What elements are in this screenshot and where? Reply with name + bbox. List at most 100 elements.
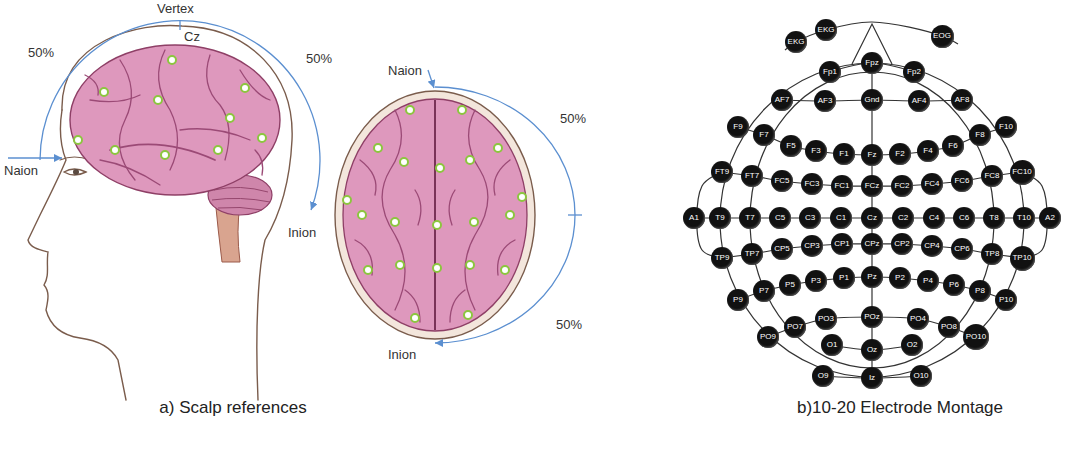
electrode: A1 [683, 207, 705, 229]
electrode-label: O9 [818, 372, 829, 380]
electrode: PO7 [784, 316, 806, 338]
electrode-label: C5 [775, 214, 785, 222]
electrode-label: A2 [1045, 214, 1055, 222]
electrode: Gnd [861, 89, 883, 111]
electrode-label: PO7 [787, 323, 803, 331]
electrode-label: P3 [811, 277, 821, 285]
electrode-label: CP3 [804, 242, 820, 250]
electrode-label: P6 [949, 281, 959, 289]
electrode: P8 [969, 280, 991, 302]
electrode: O9 [812, 365, 834, 387]
electrode: F2 [889, 143, 911, 165]
electrode: EKG [815, 19, 837, 41]
electrode-label: F3 [811, 147, 820, 155]
electrode: FC8 [981, 165, 1003, 187]
electrode-label: FC5 [774, 177, 789, 185]
electrode-label: P7 [759, 287, 769, 295]
electrode-label: CP1 [834, 240, 850, 248]
electrode-label: C4 [929, 214, 939, 222]
side-brain [70, 45, 280, 262]
electrode-label: P2 [895, 274, 905, 282]
electrode-label: T7 [745, 214, 754, 222]
measure-arc [428, 70, 582, 343]
electrode: C4 [923, 207, 945, 229]
electrode: AF4 [908, 90, 930, 112]
electrode-label: Gnd [864, 96, 879, 104]
electrode-label: Fz [868, 151, 877, 159]
electrode-label: Iz [869, 374, 875, 382]
electrode: P6 [943, 274, 965, 296]
electrode: T10 [1013, 207, 1035, 229]
electrode: O2 [901, 334, 923, 356]
electrode-label: FT7 [745, 172, 759, 180]
percent-label: 50% [28, 46, 54, 61]
electrode: FC4 [921, 173, 943, 195]
electrode: PO8 [938, 316, 960, 338]
electrode-label: EKG [818, 26, 835, 34]
electrode-label: Fpz [865, 59, 878, 67]
electrode: TP8 [981, 243, 1003, 265]
percent-label: 50% [560, 112, 586, 127]
electrode: FC10 [1010, 160, 1035, 185]
electrode: P9 [727, 289, 749, 311]
outline-line [785, 22, 958, 50]
electrode-label: FC2 [894, 182, 909, 190]
electrode: FT7 [741, 165, 763, 187]
electrode-label: PO10 [966, 333, 986, 341]
electrode: CPz [861, 233, 883, 255]
electrode-label: TP9 [715, 254, 730, 262]
electrode-label: C3 [805, 214, 815, 222]
caption: b)10-20 Electrode Montage [797, 398, 1003, 418]
electrode: PO10 [963, 324, 989, 350]
electrode-label: CP5 [774, 245, 790, 253]
electrode: C2 [892, 207, 914, 229]
electrode-label: P8 [975, 287, 985, 295]
electrode: F4 [917, 140, 939, 162]
electrode: AF7 [771, 89, 793, 111]
landmark-label: Naion [388, 64, 422, 79]
electrode-label: FC3 [804, 180, 819, 188]
percent-label: 50% [306, 52, 332, 67]
landmark-label: Vertex [157, 2, 194, 17]
electrode-label: F8 [975, 131, 984, 139]
electrode-label: O2 [907, 341, 918, 349]
electrode: CP5 [771, 238, 793, 260]
electrode: P3 [805, 270, 827, 292]
electrode-label: PO8 [941, 323, 957, 331]
electrode-label: TP7 [745, 250, 760, 258]
electrode: Fp2 [903, 61, 925, 83]
electrode: F9 [727, 116, 749, 138]
electrode-label: Fp2 [907, 68, 921, 76]
electrode-label: TP8 [985, 250, 1000, 258]
electrode: F5 [780, 135, 802, 157]
electrode-label: F1 [839, 150, 848, 158]
electrode: F1 [833, 143, 855, 165]
electrode-label: O1 [827, 341, 838, 349]
electrode: C5 [769, 207, 791, 229]
electrode-label: T9 [715, 214, 724, 222]
caption: a) Scalp references [159, 398, 306, 418]
electrode: CP6 [951, 238, 973, 260]
electrode: Fp1 [819, 61, 841, 83]
electrode: EKG [785, 31, 807, 53]
electrode-label: F9 [733, 123, 742, 131]
electrode-label: C2 [898, 214, 908, 222]
electrode-label: P4 [923, 277, 933, 285]
electrode: PO3 [815, 308, 837, 330]
electrode-label: TP10 [1012, 254, 1031, 262]
electrode: POz [861, 306, 883, 328]
electrode-label: PO4 [910, 315, 926, 323]
electrode: TP7 [741, 243, 763, 265]
electrode-label: P9 [733, 296, 743, 304]
electrode: C3 [799, 207, 821, 229]
electrode: P2 [889, 267, 911, 289]
electrode-label: AF4 [912, 97, 927, 105]
electrode-label: O10 [913, 372, 928, 380]
montage-head [720, 24, 1024, 377]
electrode-label: FCz [865, 182, 880, 190]
electrode: Cz [861, 207, 883, 229]
electrode: CP3 [801, 235, 823, 257]
electrode-label: Oz [867, 346, 877, 354]
electrode-label: P10 [999, 296, 1013, 304]
electrode-label: F10 [999, 123, 1013, 131]
